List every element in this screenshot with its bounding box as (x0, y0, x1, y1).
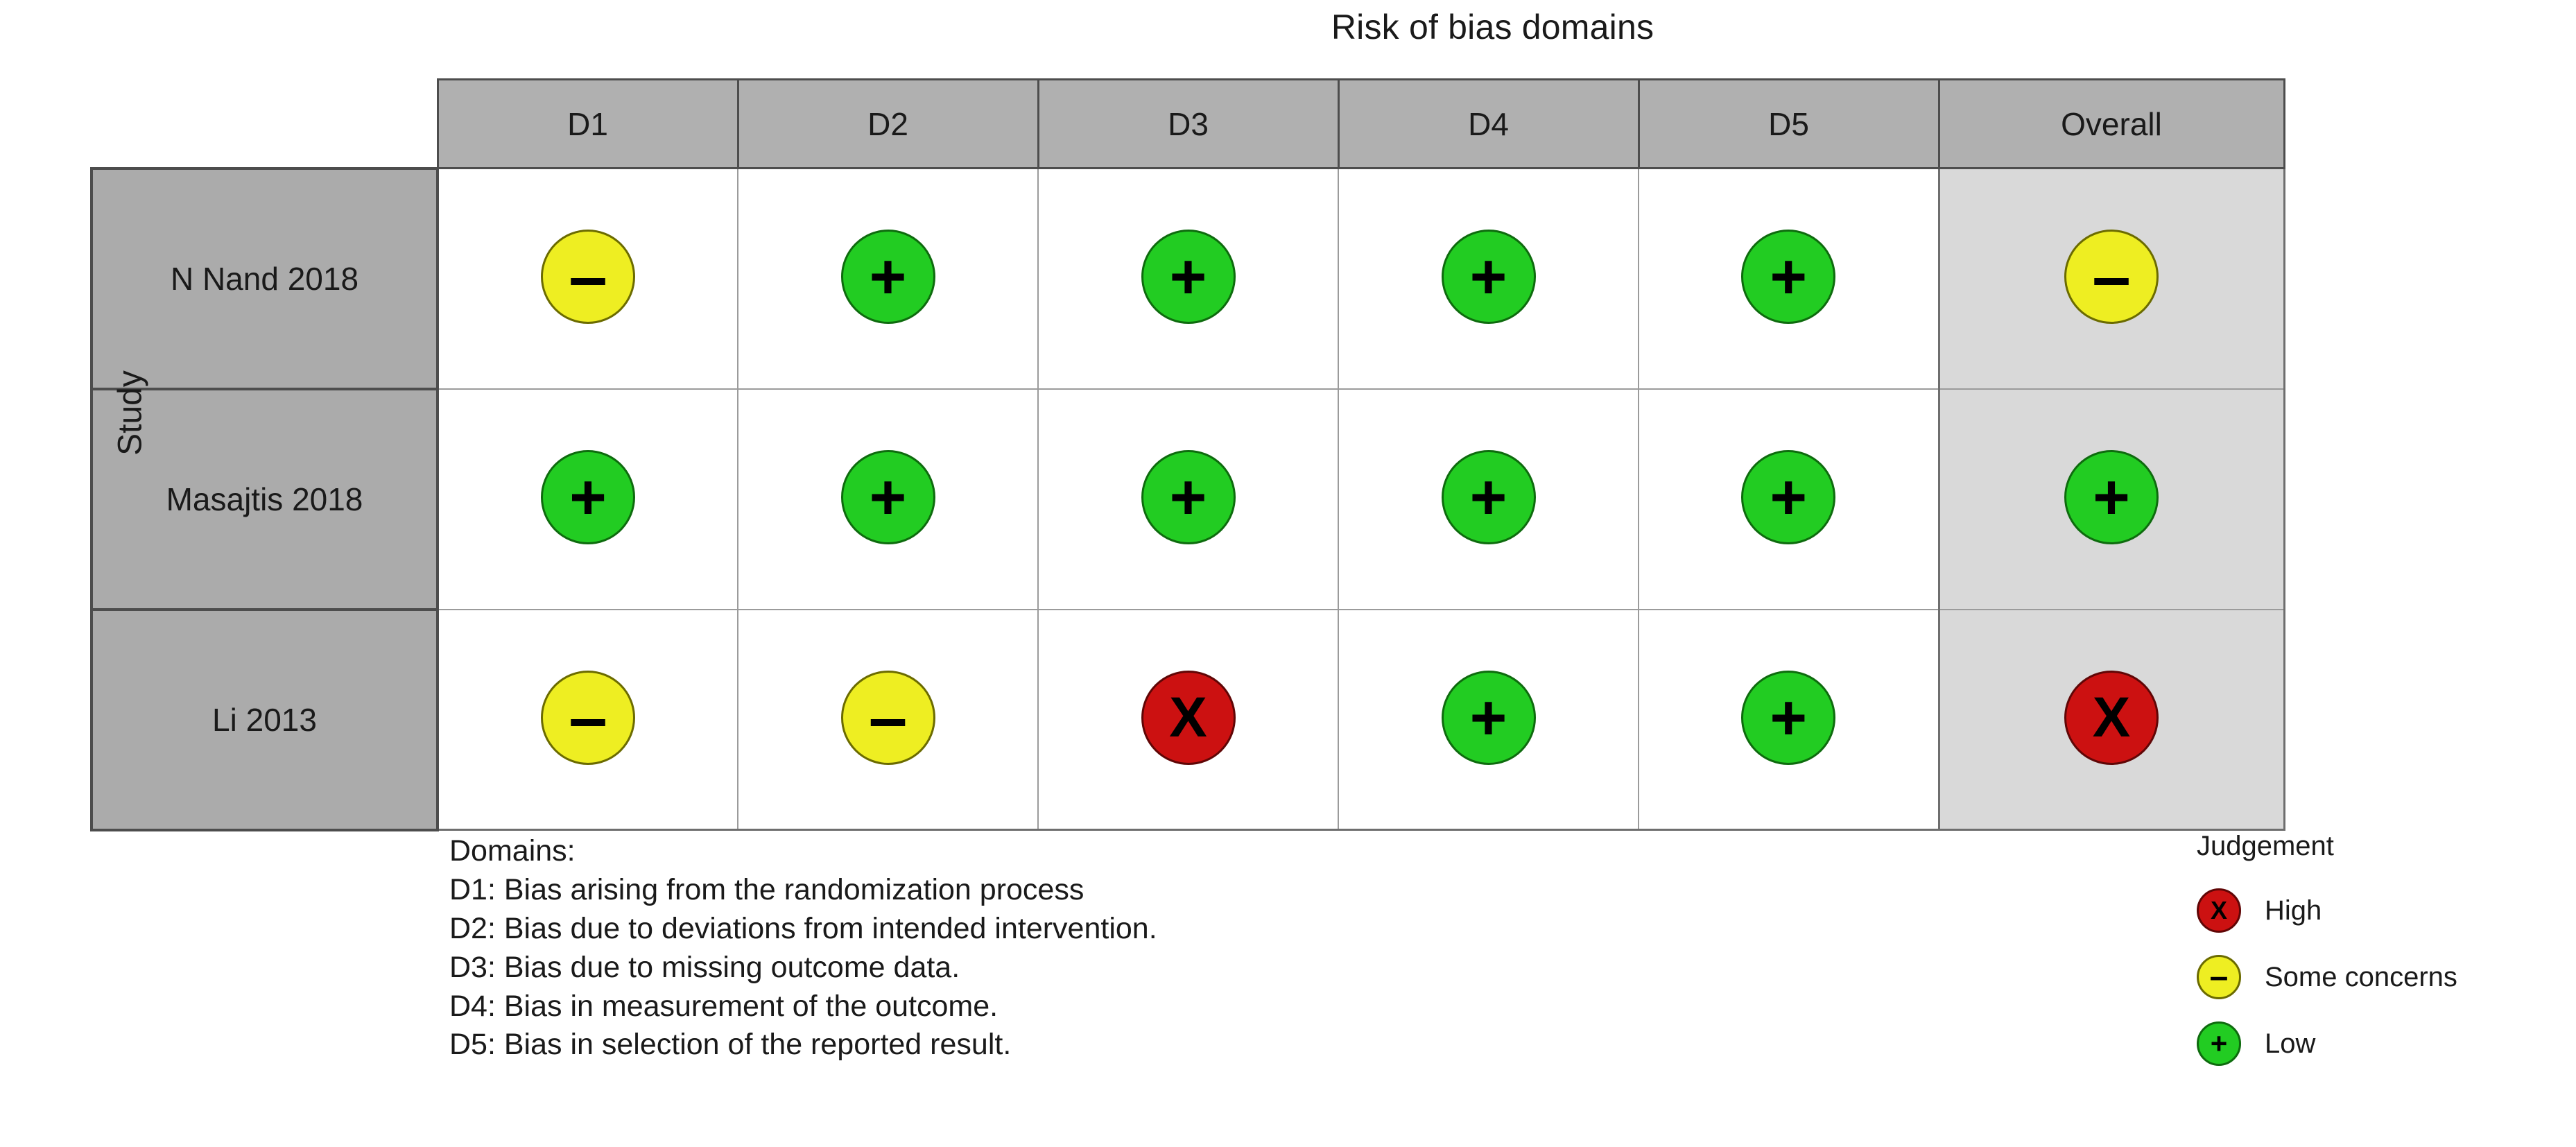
domains-legend-item-d3: D3: Bias due to missing outcome data. (449, 950, 960, 984)
domains-legend-item-d5: D5: Bias in selection of the reported re… (449, 1028, 1012, 1062)
judgement-icon-low: + (1741, 230, 1836, 325)
judgement-icon-low: + (840, 230, 935, 325)
study-label-n-nand-2018: N Nand 2018 (90, 166, 439, 390)
corner-blank-cell (92, 79, 438, 169)
column-header-d3: D3 (1037, 78, 1340, 169)
traffic-light-grid: D1 D2 D3 D4 D5 Overall N Nand 2018 – + + (90, 78, 2285, 831)
judgement-icon-low: + (1441, 450, 1536, 544)
judgement-cell-n-nand-2018-d1: – (437, 167, 738, 390)
judgement-icon-low: + (840, 450, 935, 544)
table-header-row: D1 D2 D3 D4 D5 Overall (92, 78, 2285, 169)
judgement-cell-li-2013-d2: – (737, 608, 1039, 831)
judgement-legend-row-high: X High (2197, 877, 2457, 944)
judgement-legend-row-some-concerns: – Some concerns (2197, 944, 2457, 1010)
domains-legend-item-d4: D4: Bias in measurement of the outcome. (449, 989, 999, 1023)
judgement-cell-li-2013-d1: – (437, 608, 738, 831)
domains-legend-item-d2: D2: Bias due to deviations from intended… (449, 911, 1157, 945)
column-header-d2: D2 (736, 78, 1039, 169)
table-row: Masajtis 2018 + + + + + + (90, 387, 2285, 611)
judgement-legend-label-some-concerns: Some concerns (2265, 961, 2457, 992)
judgement-cell-masajtis-2018-d3: + (1037, 388, 1339, 610)
column-header-d1: D1 (436, 78, 739, 169)
judgement-icon-low: + (1741, 670, 1836, 765)
column-header-overall: Overall (1937, 78, 2285, 169)
judgement-legend-label-low: Low (2265, 1028, 2316, 1059)
judgement-icon-low: + (541, 450, 635, 544)
judgement-cell-li-2013-overall: X (1937, 608, 2285, 831)
judgement-cell-masajtis-2018-d4: + (1338, 388, 1639, 610)
judgement-icon-some-concerns: – (840, 670, 935, 765)
table-row: N Nand 2018 – + + + + – (90, 166, 2285, 390)
risk-of-bias-table: Study D1 D2 D3 D4 D5 Overall N Nand 2018… (90, 78, 2285, 831)
judgement-icon-low: + (1741, 450, 1836, 544)
judgement-icon-low: + (1141, 230, 1236, 325)
domains-legend-heading: Domains: (449, 834, 576, 868)
judgement-cell-li-2013-d3: X (1037, 608, 1339, 831)
study-label-li-2013: Li 2013 (90, 607, 439, 831)
judgement-icon-low: + (2064, 450, 2159, 544)
column-header-d5: D5 (1637, 78, 1940, 169)
domains-legend-item-d1: D1: Bias arising from the randomization … (449, 872, 1084, 906)
table-row: Li 2013 – – X + + X (90, 607, 2285, 831)
judgement-icon-some-concerns: – (541, 670, 635, 765)
domains-legend: Domains: D1: Bias arising from the rando… (449, 832, 1157, 1064)
judgement-icon-low: + (1141, 450, 1236, 544)
judgement-legend: Judgement X High – Some concerns + Low (2197, 831, 2457, 1077)
judgement-cell-li-2013-d5: + (1638, 608, 1939, 831)
judgement-icon-low: + (2197, 1021, 2241, 1066)
judgement-icon-high: X (2064, 670, 2159, 765)
judgement-cell-masajtis-2018-d2: + (737, 388, 1039, 610)
judgement-cell-n-nand-2018-d5: + (1638, 167, 1939, 390)
judgement-legend-row-low: + Low (2197, 1010, 2457, 1077)
judgement-cell-masajtis-2018-d5: + (1638, 388, 1939, 610)
judgement-icon-some-concerns: – (541, 230, 635, 325)
judgement-icon-high: X (1141, 670, 1236, 765)
judgement-icon-low: + (1441, 230, 1536, 325)
judgement-icon-some-concerns: – (2197, 955, 2241, 999)
judgement-cell-n-nand-2018-overall: – (1937, 167, 2285, 390)
judgement-cell-n-nand-2018-d3: + (1037, 167, 1339, 390)
judgement-cell-n-nand-2018-d4: + (1338, 167, 1639, 390)
column-header-d4: D4 (1337, 78, 1640, 169)
judgement-legend-heading: Judgement (2197, 831, 2334, 861)
judgement-cell-masajtis-2018-d1: + (437, 388, 738, 610)
study-label-masajtis-2018: Masajtis 2018 (90, 387, 439, 611)
study-axis-label: Study (112, 370, 149, 456)
page-title: Risk of bias domains (1331, 8, 1654, 46)
judgement-legend-label-high: High (2265, 895, 2322, 926)
judgement-cell-li-2013-d4: + (1338, 608, 1639, 831)
judgement-icon-low: + (1441, 670, 1536, 765)
judgement-cell-masajtis-2018-overall: + (1937, 388, 2285, 610)
judgement-icon-some-concerns: – (2064, 230, 2159, 325)
judgement-icon-high: X (2197, 888, 2241, 933)
judgement-cell-n-nand-2018-d2: + (737, 167, 1039, 390)
